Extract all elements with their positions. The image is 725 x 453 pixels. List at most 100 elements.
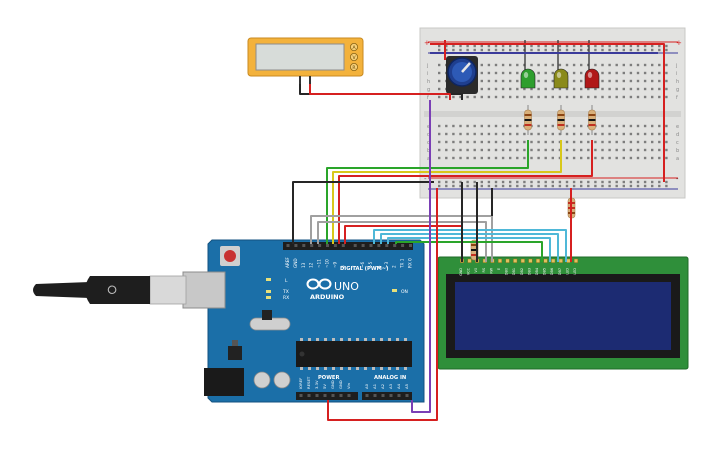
breadboard-hole <box>438 180 441 184</box>
lcd-pin-label: GND <box>459 268 463 276</box>
breadboard-hole <box>643 48 647 52</box>
header-pin <box>397 394 401 397</box>
breadboard-hole <box>580 44 583 48</box>
breadboard-hole <box>601 87 604 91</box>
breadboard-hole <box>580 184 583 188</box>
breadboard-hole <box>636 95 640 99</box>
breadboard-hole <box>622 184 625 188</box>
breadboard-row-letter: g <box>676 87 679 93</box>
multimeter: AVR <box>247 37 364 84</box>
breadboard-hole <box>438 156 441 160</box>
breadboard-hole <box>452 124 455 128</box>
multimeter-mode-button <box>349 43 358 52</box>
breadboard-row-letter: d <box>427 132 430 138</box>
breadboard-hole <box>594 87 597 91</box>
breadboard-row-letter: e <box>427 124 430 130</box>
breadboard-hole <box>551 44 554 48</box>
breadboard-hole <box>658 180 661 184</box>
breadboard-row-letter: i <box>676 71 677 77</box>
breadboard-hole <box>565 44 569 48</box>
breadboard-hole <box>516 71 519 75</box>
breadboard-hole <box>494 63 498 67</box>
breadboard-hole <box>651 132 654 136</box>
on-label: ON <box>401 289 408 295</box>
breadboard-row-letter: f <box>427 95 429 101</box>
lcd-pin-label: DB5 <box>543 268 547 275</box>
indicator-led <box>266 278 271 281</box>
header-pin <box>373 394 377 397</box>
lcd-screen <box>455 282 671 350</box>
breadboard-hole <box>473 184 476 188</box>
breadboard-hole <box>608 180 611 184</box>
breadboard-hole <box>629 48 633 52</box>
breadboard-hole <box>608 63 611 67</box>
breadboard-hole <box>509 95 512 99</box>
breadboard-hole <box>487 79 491 83</box>
breadboard-hole <box>544 184 547 188</box>
breadboard-hole <box>658 95 661 99</box>
breadboard-hole <box>480 79 483 83</box>
breadboard-hole <box>572 132 576 136</box>
breadboard-hole <box>544 148 547 152</box>
breadboard-hole <box>544 79 547 83</box>
header-pin <box>381 394 385 397</box>
breadboard-hole <box>587 95 590 99</box>
breadboard-hole <box>494 44 498 48</box>
resistor-band <box>588 119 596 121</box>
breadboard-hole <box>622 140 625 144</box>
breadboard-hole <box>551 132 554 136</box>
breadboard-hole <box>629 87 633 91</box>
breadboard-hole <box>594 140 597 144</box>
breadboard-hole <box>572 140 576 144</box>
breadboard-hole <box>523 140 526 144</box>
wire-red <box>327 188 438 421</box>
breadboard-hole <box>494 148 498 152</box>
lcd-pin-label: V0 <box>474 268 478 272</box>
breadboard-hole <box>516 124 519 128</box>
breadboard-hole <box>580 71 583 75</box>
breadboard-hole <box>572 148 576 152</box>
breadboard-hole <box>537 184 540 188</box>
breadboard-hole <box>615 140 618 144</box>
chip-pin <box>308 338 311 341</box>
lcd-pin <box>505 258 510 263</box>
breadboard-hole <box>594 156 597 160</box>
breadboard-hole <box>665 156 668 160</box>
lcd-pin <box>574 258 579 263</box>
lcd-pin <box>513 258 518 263</box>
header-pin <box>369 244 373 247</box>
breadboard-hole <box>558 148 562 152</box>
breadboard-hole <box>587 184 590 188</box>
breadboard-hole <box>658 140 661 144</box>
breadboard-hole <box>565 132 569 136</box>
breadboard-hole <box>565 87 569 91</box>
breadboard-hole <box>665 180 668 184</box>
breadboard-hole <box>651 48 654 52</box>
breadboard-row-letter: b <box>427 148 430 154</box>
breadboard-hole <box>558 87 562 91</box>
breadboard-hole <box>629 71 633 75</box>
digital-pin-label: ~10 <box>325 259 330 268</box>
breadboard-hole <box>487 148 491 152</box>
breadboard-hole <box>509 48 512 52</box>
breadboard-hole <box>501 156 505 160</box>
header-pin <box>286 244 290 247</box>
breadboard-hole <box>651 148 654 152</box>
breadboard-hole <box>501 48 505 52</box>
breadboard-hole <box>651 180 654 184</box>
chip-pin <box>324 338 327 341</box>
breadboard-hole <box>643 132 647 136</box>
breadboard-hole <box>558 184 562 188</box>
multimeter-screen <box>255 43 345 71</box>
breadboard-hole <box>587 48 590 52</box>
chip-pin <box>308 367 311 370</box>
breadboard-hole <box>523 95 526 99</box>
breadboard-hole <box>445 124 448 128</box>
breadboard-hole <box>608 71 611 75</box>
breadboard-hole <box>608 140 611 144</box>
breadboard-hole <box>622 132 625 136</box>
breadboard-hole <box>487 156 491 160</box>
resistor-band <box>557 124 565 126</box>
breadboard-hole <box>636 156 640 160</box>
